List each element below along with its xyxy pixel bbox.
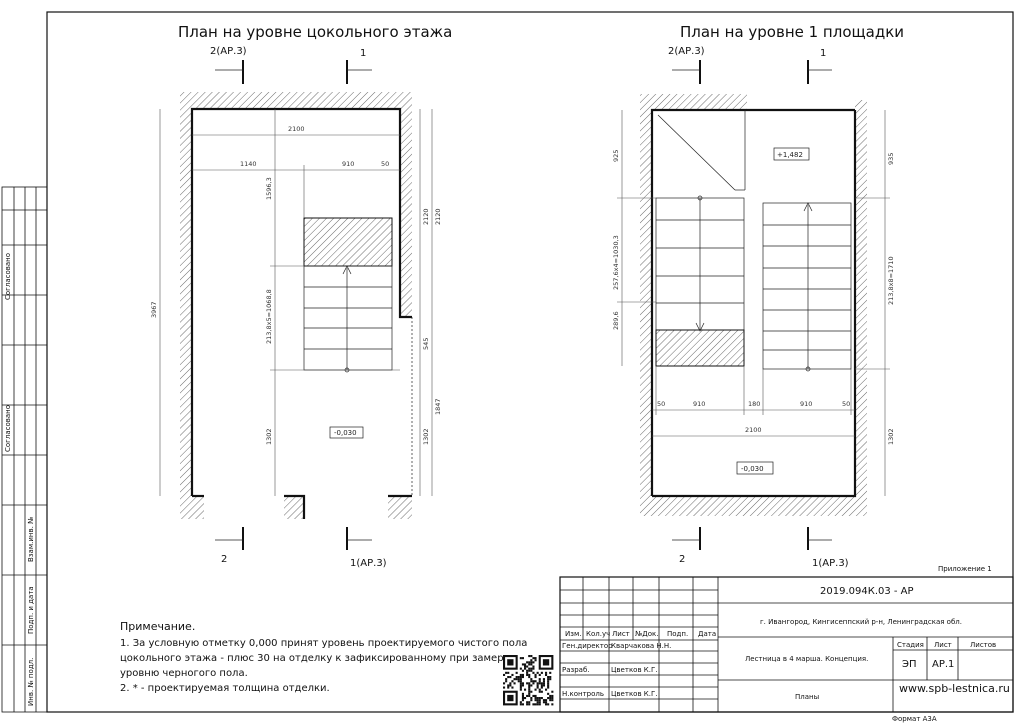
level-mark: -0,030 xyxy=(741,465,764,473)
title-block: Изм. Кол.уч Лист №Док. Подп. Дата Ген.ди… xyxy=(559,576,1014,713)
role-label: Разраб. xyxy=(562,666,590,674)
note-line: 2. * - проектируемая толщина отделки. xyxy=(120,683,330,694)
svg-text:1: 1 xyxy=(360,48,366,59)
role-name: Цветков К.Г. xyxy=(611,666,658,674)
svg-text:2100: 2100 xyxy=(288,125,305,133)
svg-text:910: 910 xyxy=(342,160,354,168)
level-mark: +1,482 xyxy=(777,151,803,159)
svg-text:2(АР.3): 2(АР.3) xyxy=(668,46,705,57)
col-header: Изм. xyxy=(565,630,581,638)
agreed-label-2: Согласовано xyxy=(4,405,12,452)
col-header: Дата xyxy=(698,630,716,638)
svg-text:1(АР.3): 1(АР.3) xyxy=(350,558,387,569)
role-name: Кварчакова Н.Н. xyxy=(611,642,671,650)
svg-text:2: 2 xyxy=(221,554,227,565)
agreed-label-1: Согласовано xyxy=(4,253,12,300)
svg-text:213,8х8=1710: 213,8х8=1710 xyxy=(887,256,895,305)
svg-text:257,6х4=1030,3: 257,6х4=1030,3 xyxy=(612,235,620,290)
svg-text:910: 910 xyxy=(800,400,812,408)
svg-text:1302: 1302 xyxy=(422,428,430,445)
sign-date-label: Подп. и дата xyxy=(27,586,35,634)
sheet-label: Лист xyxy=(934,641,952,649)
svg-text:213,8х5=1068,8: 213,8х5=1068,8 xyxy=(265,289,273,344)
svg-text:1847: 1847 xyxy=(434,398,442,415)
inv-replace-label: Взам.инв. № xyxy=(27,517,35,562)
role-name: Цветков К.Г. xyxy=(611,690,658,698)
svg-text:2120: 2120 xyxy=(434,208,442,225)
svg-text:935: 935 xyxy=(887,153,895,165)
svg-text:50: 50 xyxy=(381,160,389,168)
col-header: Подп. xyxy=(667,630,688,638)
inv-orig-label: Инв. № подл. xyxy=(27,658,35,706)
svg-text:1302: 1302 xyxy=(265,428,273,445)
plan-landing: План на уровне 1 площадки 2(АР.3) 1 +1,4… xyxy=(612,23,904,569)
svg-text:50: 50 xyxy=(842,400,850,408)
role-label: Ген.директор xyxy=(562,642,613,650)
role-label: Н.контроль xyxy=(562,690,604,698)
project-code: 2019.094К.03 - АР xyxy=(820,586,914,597)
svg-text:2120: 2120 xyxy=(422,208,430,225)
sheet-name: Планы xyxy=(795,693,819,701)
notes-heading: Примечание. xyxy=(120,620,195,633)
svg-text:2: 2 xyxy=(679,554,685,565)
sheet-value: АР.1 xyxy=(932,659,954,670)
svg-text:2100: 2100 xyxy=(745,426,762,434)
website-link[interactable]: www.spb-lestnica.ru xyxy=(899,682,1010,695)
section-marker: 2(АР.3) 1 xyxy=(210,46,372,84)
svg-text:289,6: 289,6 xyxy=(612,311,620,330)
svg-text:1140: 1140 xyxy=(240,160,257,168)
note-line: 1. За условную отметку 0,000 принят уров… xyxy=(120,638,527,649)
col-header: Лист xyxy=(612,630,630,638)
svg-text:3967: 3967 xyxy=(150,301,158,318)
format-label: Формат А3А xyxy=(892,715,937,723)
svg-text:2(АР.3): 2(АР.3) xyxy=(210,46,247,57)
stage-label: Стадия xyxy=(897,641,924,649)
note-line: цокольного этажа - плюс 30 на отделку к … xyxy=(120,653,516,664)
qr-code xyxy=(503,655,554,706)
svg-text:1596,3: 1596,3 xyxy=(265,177,273,200)
note-line: уровню черногого пола. xyxy=(120,668,248,679)
plan-basement: План на уровне цокольного этажа 2(АР.3) … xyxy=(150,23,452,569)
notes: Примечание. 1. За условную отметку 0,000… xyxy=(120,620,527,694)
svg-text:1(АР.3): 1(АР.3) xyxy=(812,558,849,569)
plan-landing-title: План на уровне 1 площадки xyxy=(680,23,904,41)
svg-text:910: 910 xyxy=(693,400,705,408)
section-marker: 2 1(АР.3) xyxy=(215,527,387,569)
stage-value: ЭП xyxy=(902,659,917,670)
section-marker: 2 1(АР.3) xyxy=(672,527,849,569)
svg-text:1: 1 xyxy=(820,48,826,59)
col-header: №Док. xyxy=(635,630,659,638)
svg-text:925: 925 xyxy=(612,150,620,162)
side-stamp: Согласовано Согласовано Взам.инв. № Подп… xyxy=(1,186,48,713)
svg-text:50: 50 xyxy=(657,400,665,408)
project-address: г. Ивангород, Кингисеппский р-н, Ленингр… xyxy=(760,618,962,626)
col-header: Кол.уч xyxy=(586,630,610,638)
plan-basement-title: План на уровне цокольного этажа xyxy=(178,23,452,41)
level-mark: -0,030 xyxy=(334,429,357,437)
sheets-label: Листов xyxy=(970,641,996,649)
section-marker: 2(АР.3) 1 xyxy=(668,46,832,84)
object-name: Лестница в 4 марша. Концепция. xyxy=(745,655,868,663)
svg-text:180: 180 xyxy=(748,400,760,408)
appendix-label: Приложение 1 xyxy=(938,565,992,573)
svg-text:1302: 1302 xyxy=(887,428,895,445)
svg-text:545: 545 xyxy=(422,338,430,350)
